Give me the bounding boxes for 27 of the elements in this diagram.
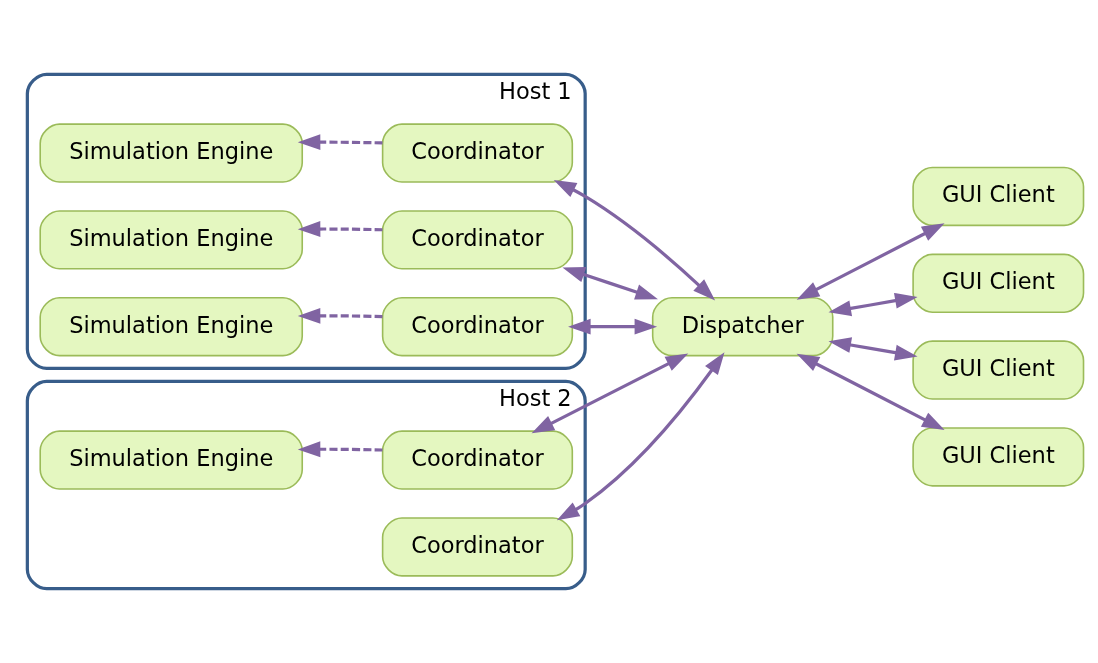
arrow xyxy=(828,337,918,361)
node-box: Simulation Engine xyxy=(39,210,304,270)
node-box: GUI Client xyxy=(912,253,1085,313)
arrow xyxy=(297,307,383,324)
arrow xyxy=(796,353,945,430)
arrow xyxy=(297,134,383,151)
node-box: Coordinator xyxy=(381,210,574,270)
arrow xyxy=(531,353,689,434)
arrow xyxy=(556,352,725,521)
arrow xyxy=(562,267,658,300)
node-box: Dispatcher xyxy=(651,296,834,357)
arrow xyxy=(553,180,716,301)
node-box: GUI Client xyxy=(912,166,1085,227)
arrow xyxy=(297,441,383,458)
node-box: GUI Client xyxy=(912,427,1085,487)
node-box: Coordinator xyxy=(381,517,574,577)
node-box: Simulation Engine xyxy=(39,430,304,490)
arrow xyxy=(796,223,945,300)
node-box: Coordinator xyxy=(381,123,574,183)
node-box: Coordinator xyxy=(381,430,574,490)
arrow xyxy=(828,292,918,317)
node-box: Coordinator xyxy=(381,296,574,357)
arrow xyxy=(568,318,658,335)
arrow xyxy=(297,221,383,237)
node-box: Simulation Engine xyxy=(39,296,304,357)
node-box: GUI Client xyxy=(912,340,1085,400)
node-box: Simulation Engine xyxy=(39,123,304,183)
